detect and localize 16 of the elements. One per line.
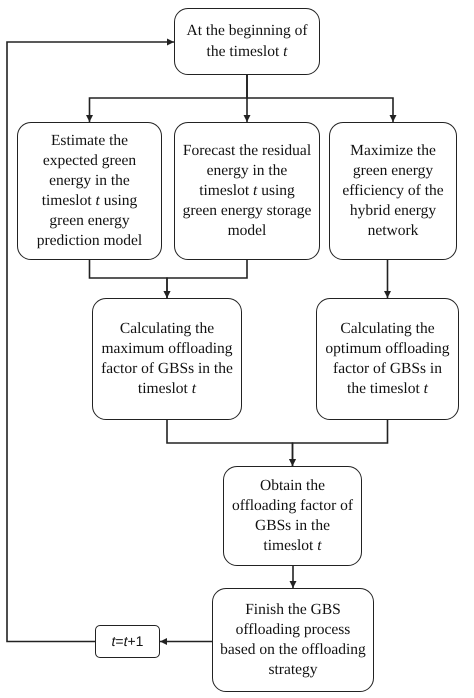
process-box: Obtain the offloading factor of GBSs in the timeslot t	[223, 466, 362, 566]
arrow	[164, 260, 248, 298]
counter-box: t=t+1	[95, 625, 160, 658]
arrow	[384, 260, 391, 298]
process-box: Maximize the green energy efficiency of the hybrid energy network	[329, 122, 457, 260]
process-box: Estimate the expected green energy in the timeslot t using green energy prediction model	[17, 122, 162, 260]
arrow	[289, 420, 388, 466]
arrow	[246, 75, 396, 122]
process-box: Forecast the residual energy in the timeslot t using green energy storage model	[174, 122, 320, 260]
arrow	[6, 38, 174, 642]
arrow	[290, 566, 296, 588]
process-box: Finish the GBS offloading process based on the offloading strategy	[212, 588, 374, 692]
arrow	[160, 638, 212, 645]
process-box: At the beginning of the timeslot t	[174, 8, 320, 75]
process-box: Calculating the maximum offloading factor of GBSs in the timeslot t	[92, 298, 242, 420]
process-box: Calculating the optimum offloading factor of GBSs in the timeslot t	[316, 298, 459, 420]
